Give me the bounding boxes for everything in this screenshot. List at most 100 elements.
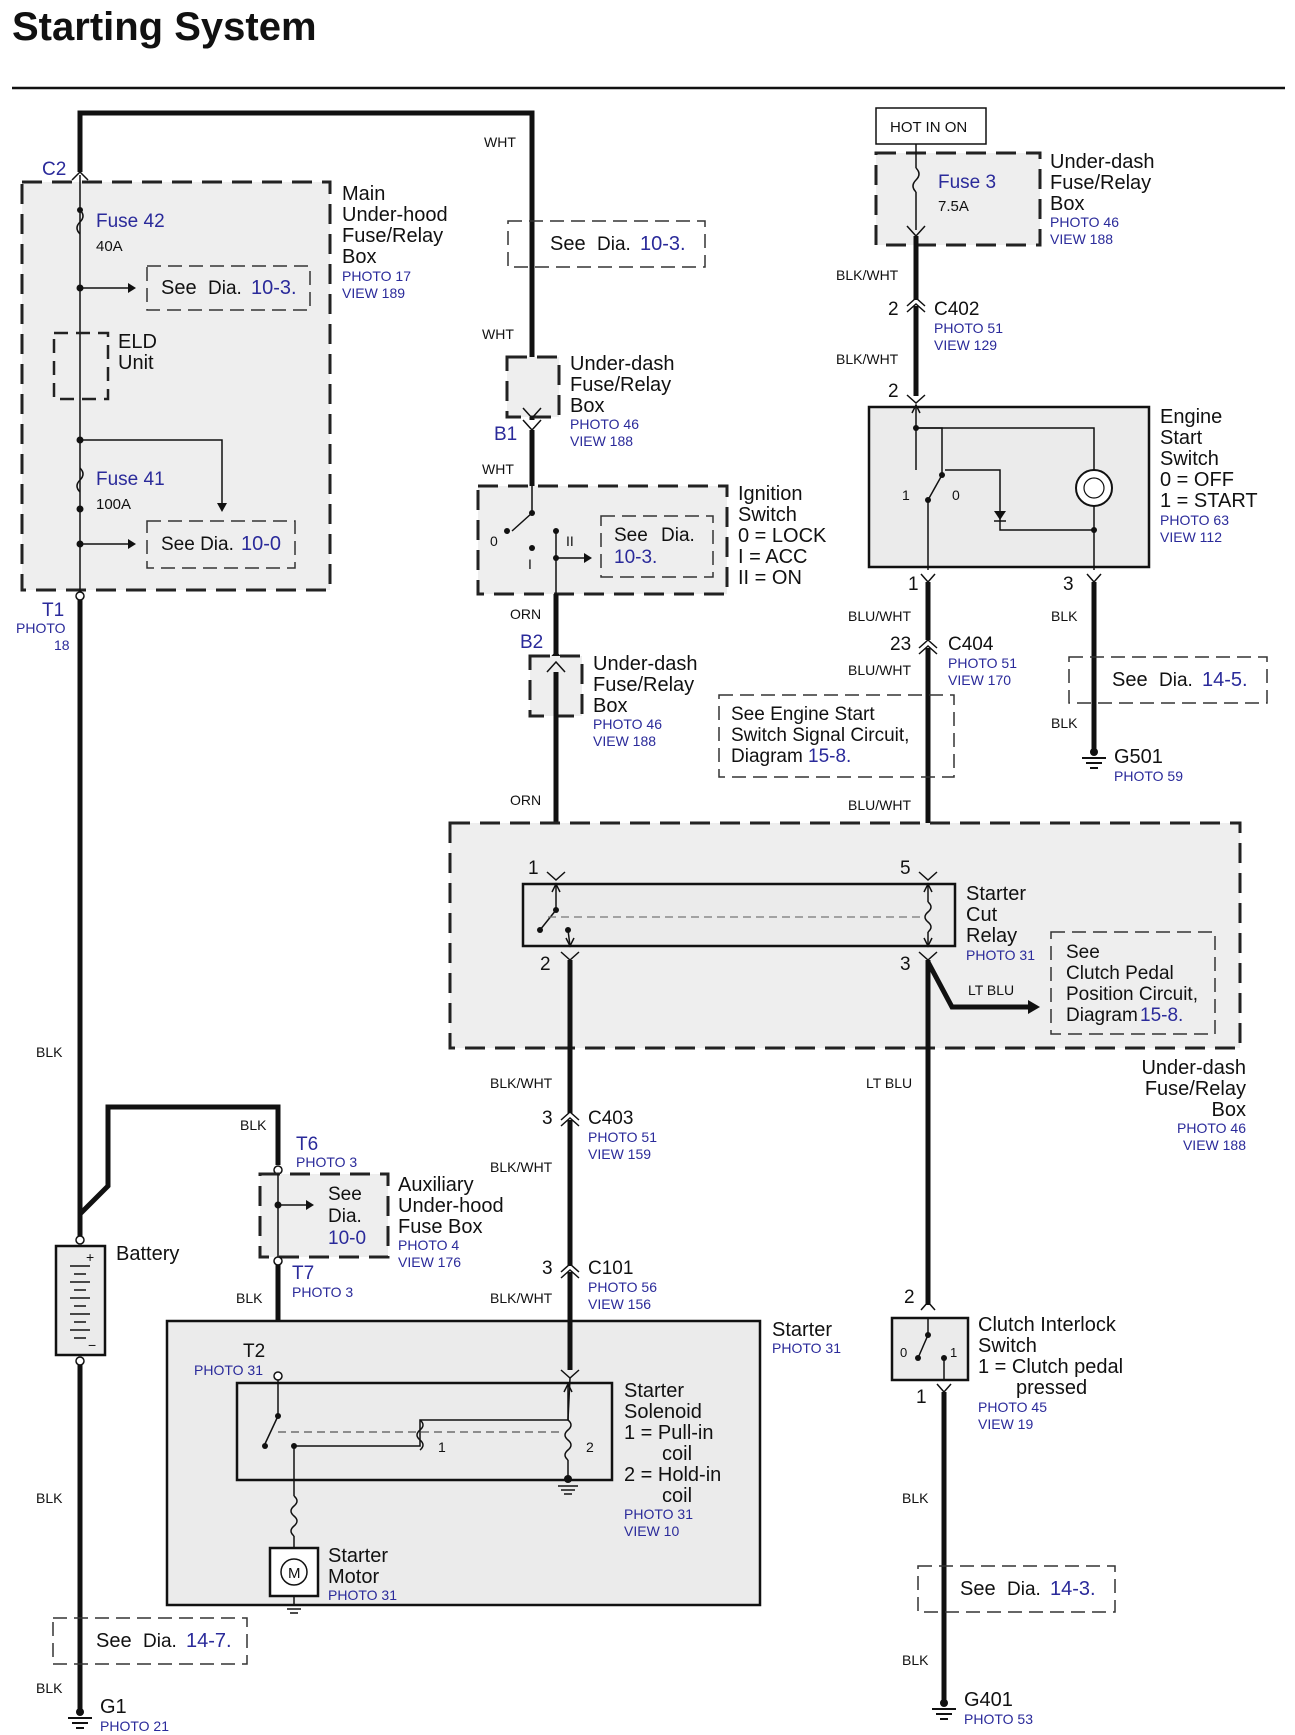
dia-ref[interactable]: 10-3. (251, 277, 297, 299)
see-text: See (161, 277, 197, 299)
wire-label-blk: BLK (1051, 715, 1078, 731)
underdash-title-2: Fuse/Relay (1050, 172, 1151, 194)
dia-ref[interactable]: 15-8. (1140, 1005, 1183, 1026)
eld-unit-box (52, 331, 110, 401)
dia-ref[interactable]: 15-8. (808, 746, 851, 767)
g501-photo: PHOTO 59 (1114, 768, 1183, 784)
main-underhood-fuse-box: Fuse 42 40A See Dia. 10-3. ELD Unit Fuse… (20, 175, 448, 596)
see-dia-box[interactable] (52, 1617, 248, 1665)
main-box-view: VIEW 189 (342, 285, 405, 301)
underdash-title-3: Box (570, 395, 604, 417)
ignition-pos-0: 0 (490, 533, 498, 549)
wire-label-blu-wht: BLU/WHT (848, 608, 911, 624)
solenoid-note-1b: coil (662, 1443, 692, 1465)
clutch-view: VIEW 19 (978, 1416, 1033, 1432)
see-text: See (550, 233, 586, 255)
clutch-state-2: pressed (1016, 1377, 1087, 1399)
wire-label-blk: BLK (236, 1290, 263, 1306)
fuse3-label: Fuse 3 (938, 172, 996, 193)
node (77, 207, 83, 213)
wire-label-blk-wht: BLK/WHT (490, 1075, 553, 1091)
b1-label: B1 (494, 424, 517, 445)
ess-line (916, 427, 1095, 470)
solenoid-note-2a: 2 = Hold-in (624, 1464, 721, 1486)
c402-connector-b (906, 302, 926, 313)
motor-photo: PHOTO 31 (328, 1587, 397, 1603)
clutch-pedal-l4: Diagram (1066, 1005, 1138, 1026)
dia-ref[interactable]: 10-3. (614, 547, 657, 568)
dia-ref[interactable]: 10-0 (328, 1228, 366, 1249)
g501-label: G501 (1114, 746, 1163, 768)
ess-lamp (1075, 469, 1113, 507)
ignition-arm (511, 512, 533, 532)
arrow-head (128, 283, 136, 293)
engine-start-switch[interactable]: 1 0 (867, 403, 1151, 570)
dia-ref[interactable]: 10-0 (241, 533, 281, 555)
wire-label-wht: WHT (484, 134, 516, 150)
clutch-interlock-switch[interactable]: 0 1 (890, 1316, 970, 1382)
wire-label-lt-blu: LT BLU (968, 982, 1014, 998)
see-dia-box[interactable] (1068, 656, 1268, 704)
clutch-switch-box (890, 1316, 970, 1382)
solenoid-feed (567, 1377, 571, 1421)
t1-terminal (75, 591, 85, 601)
battery-minus: − (88, 1337, 96, 1353)
dia-ref[interactable]: 14-5. (1202, 669, 1248, 691)
wire-label-blk: BLK (36, 1044, 63, 1060)
dia-ref[interactable]: 14-7. (186, 1630, 232, 1652)
see-dia-box[interactable] (600, 515, 714, 578)
ignition-switch[interactable]: 0 II I See Dia. 10-3. (476, 484, 729, 596)
ignition-title-1: Ignition (738, 483, 803, 505)
node (537, 927, 543, 933)
dia-ref[interactable]: 10-3. (640, 233, 686, 255)
t6-label: T6 (296, 1134, 318, 1155)
ess-line (945, 469, 1094, 531)
wire-label-blk-wht: BLK/WHT (490, 1290, 553, 1306)
ess-diode (994, 511, 1006, 520)
wire-label-blk: BLK (240, 1117, 267, 1133)
dia-ref[interactable]: 14-3. (1050, 1578, 1096, 1600)
b1-connector (522, 407, 542, 420)
dia-text: Dia. (208, 278, 242, 299)
fuse3-symbol (912, 167, 920, 193)
battery: + − Battery (54, 1235, 179, 1366)
underdash-cut-relay-box: 1 5 2 3 Starter Cut Relay PHOTO 31 LT BL… (448, 821, 1242, 1050)
battery-label: Battery (116, 1243, 179, 1265)
see-dia-box[interactable] (146, 265, 311, 311)
main-box-title-3: Fuse/Relay (342, 225, 443, 247)
see-dia-box[interactable] (146, 520, 296, 569)
c403-label: C403 (588, 1108, 633, 1129)
solenoid-title-1: Starter (624, 1380, 684, 1402)
see-dia-box[interactable] (917, 1565, 1116, 1613)
underdash-title-3: Box (593, 695, 627, 717)
underdash-title-2: Fuse/Relay (593, 674, 694, 696)
fuse41-label: Fuse 41 (96, 469, 165, 490)
t2-photo: PHOTO 31 (194, 1362, 263, 1378)
pull-in-coil (416, 1419, 424, 1451)
c403-connector (560, 1110, 580, 1121)
clutch-pedal-l2: Clutch Pedal (1066, 963, 1174, 984)
see-dia-box[interactable] (507, 220, 706, 268)
g401-label: G401 (964, 1689, 1013, 1711)
eld-label: ELD (118, 331, 157, 353)
t7-terminal (273, 1256, 283, 1266)
wire-label-blk: BLK (902, 1490, 929, 1506)
battery-negative-terminal (75, 1356, 85, 1366)
dia-text: Dia. (661, 525, 695, 546)
ess-signal-see-box[interactable] (718, 694, 955, 778)
clutch-pos-0: 0 (900, 1345, 907, 1360)
main-box-photo: PHOTO 17 (342, 268, 411, 284)
clutch-title-1: Clutch Interlock (978, 1314, 1117, 1336)
clutch-pedal-l3: Position Circuit, (1066, 984, 1198, 1005)
clutch-pedal-see-box[interactable] (1050, 931, 1216, 1035)
ess-connector-top (906, 394, 926, 405)
clutch-pin-1: 1 (916, 1387, 927, 1408)
wire-label-blk-wht: BLK/WHT (836, 267, 899, 283)
ess-title-2: Start (1160, 427, 1203, 449)
c403-connector-b (560, 1116, 580, 1127)
solenoid-ground-symbol (558, 1475, 578, 1495)
wire-lt-blu-clutch-position (925, 960, 1034, 1010)
dia-text: Dia. (328, 1206, 362, 1227)
wire-label-blk-wht: BLK/WHT (490, 1159, 553, 1175)
underdash-photo: PHOTO 46 (593, 716, 662, 732)
